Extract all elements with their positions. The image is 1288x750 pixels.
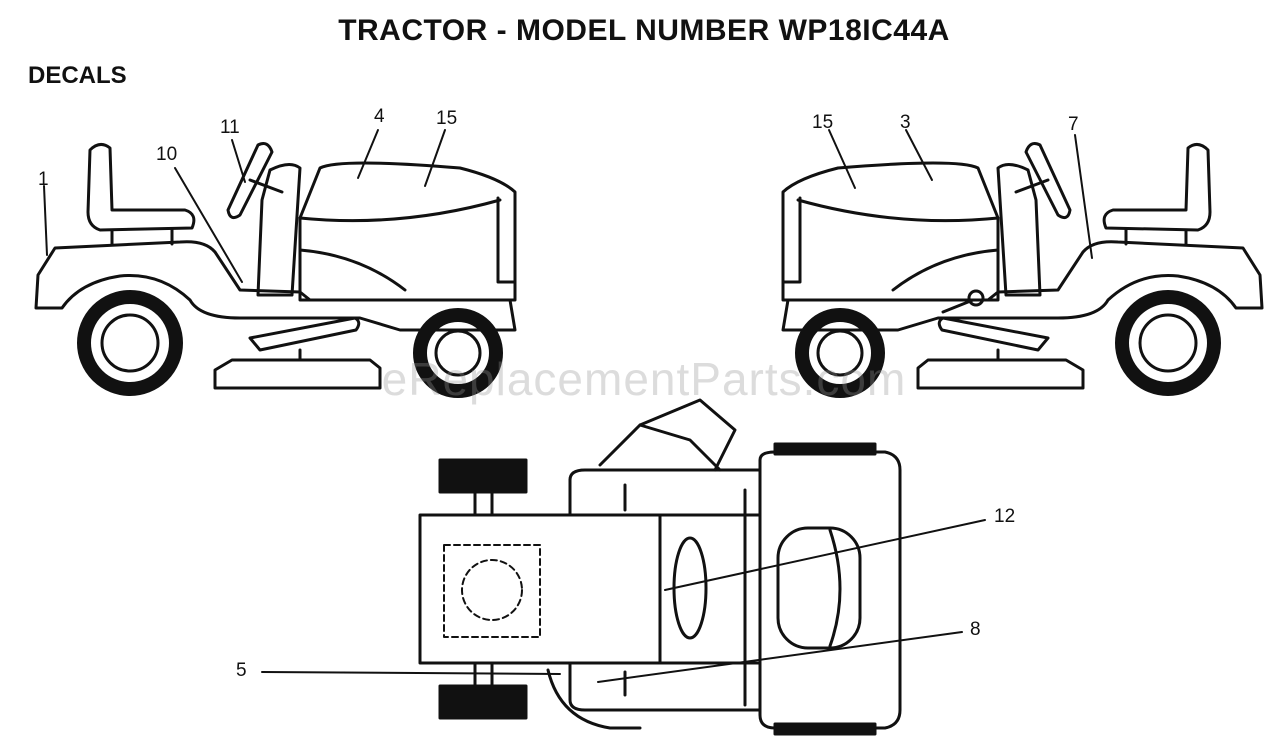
tractor-top-view: [418, 398, 902, 736]
leader-lines: [43, 129, 1093, 683]
callout-4: 4: [374, 106, 385, 127]
callout-8: 8: [970, 619, 981, 640]
tractor-left-side-view: [34, 142, 517, 398]
callout-12: 12: [994, 506, 1015, 527]
callout-11-left: 11: [220, 117, 240, 138]
section-title: DECALS: [28, 62, 127, 89]
callout-15-right: 15: [812, 112, 833, 133]
callout-15-left: 15: [436, 108, 457, 129]
diagram-title: TRACTOR - MODEL NUMBER WP18IC44A: [338, 14, 950, 47]
callout-10: 10: [156, 144, 177, 165]
callout-5: 5: [236, 660, 247, 681]
tractor-right-side-view: [781, 142, 1264, 398]
callout-1: 1: [38, 169, 49, 190]
callout-3: 3: [900, 112, 911, 133]
callout-7: 7: [1068, 114, 1079, 135]
